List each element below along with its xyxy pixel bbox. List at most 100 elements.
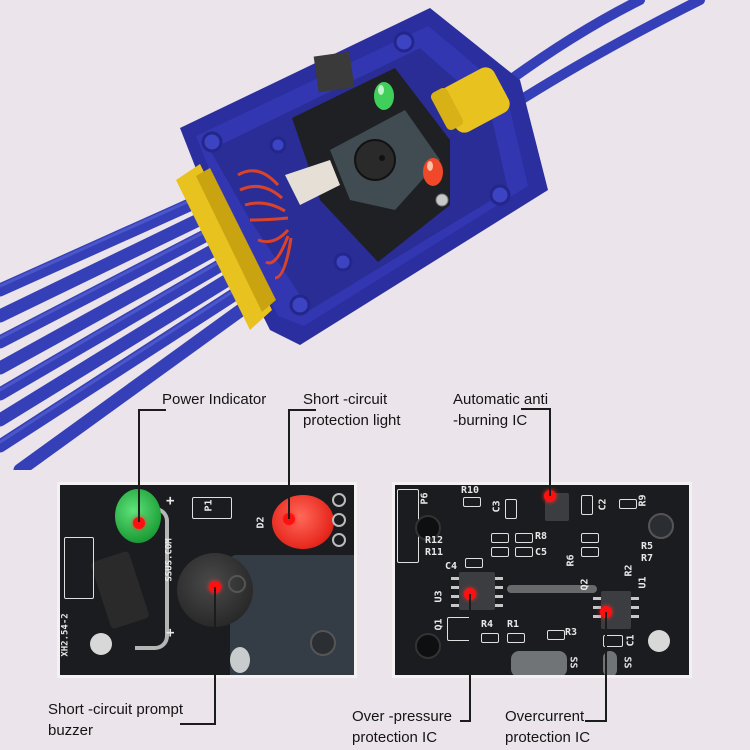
enclosure-illustration [0,0,705,477]
detail-panel-right: P6 R10 C3 C2 R9 R12 R11 R8 C5 R6 R5 [392,482,692,678]
connector-outline [64,537,94,599]
silk-u1: U1 [637,576,649,589]
silk-ss-2: SS [621,656,633,669]
smd-pad [465,558,483,568]
ic-pin [451,595,459,598]
silk-c3: C3 [491,500,503,513]
leader-over-pressure-ic [460,720,471,722]
product-photo [0,0,705,477]
silk-q1: Q1 [433,618,445,631]
p1-outline [192,497,232,519]
smd-pad [481,633,499,643]
leader-short-circuit-light [288,409,290,519]
smd-pad [491,547,509,557]
silk-u3: U3 [433,590,445,603]
smd-pad [547,630,565,640]
smd-pad [619,499,637,509]
smd-pad [491,533,509,543]
ic-pin [631,615,639,618]
callout-over-pressure-line1: Over -pressure [352,708,453,725]
callout-over-pressure-line2: protection IC [352,729,438,746]
leader-overcurrent-ic [605,612,607,722]
buzzer-hole [228,575,246,593]
silk-r12: R12 [425,535,444,546]
silk-p1: P1 [203,499,215,512]
silk-r1: R1 [507,619,520,630]
ic-pin [631,597,639,600]
mount-hole [310,630,336,656]
callout-power-indicator-text: Power Indicator [162,391,267,408]
smd-pad [515,533,533,543]
silk-r9: R9 [637,494,649,507]
ic-pin [495,577,503,580]
leader-power-indicator [138,409,140,522]
smd-pad [507,633,525,643]
leader-buzzer [180,723,216,725]
smd-pad [581,495,593,515]
mount-hole [648,513,674,539]
ic-pin [451,577,459,580]
pad-round [230,647,250,673]
marker-power-indicator [133,517,145,529]
leader-short-circuit-light [288,409,316,411]
silk-plus-top: + [166,493,175,509]
smd-pad [505,499,517,519]
detail-panel-left: P1 D2 + + SSUS.COM XH2.54-2 [57,482,357,678]
mount-hole [415,633,441,659]
smd-pad [515,547,533,557]
silk-r10: R10 [461,485,480,496]
callout-overcurrent-line2: protection IC [505,729,591,746]
leader-anti-burning-ic [521,408,551,410]
ic-pin [495,595,503,598]
silk-r2: R2 [623,564,635,577]
silk-r3: R3 [565,627,578,638]
silk-site: SSUS.COM [164,538,175,582]
silk-c2: C2 [597,498,609,511]
leader-power-indicator [138,409,166,411]
silk-r8: R8 [535,531,548,542]
callout-buzzer-line1: Short -circuit prompt [48,701,184,718]
silk-c1: C1 [625,634,637,647]
pad-round [332,493,346,507]
smd-pad [463,497,481,507]
silk-d2: D2 [255,516,267,529]
leader-buzzer [214,587,216,725]
silk-r7: R7 [641,553,654,564]
callout-power-indicator: Power Indicator [162,389,266,410]
trace-area [230,555,354,675]
ic-pin [451,586,459,589]
ic-pin [495,604,503,607]
callout-anti-burning-line1: Automatic anti [453,391,549,408]
q1-outline [447,617,471,641]
silk-c4: C4 [445,561,458,572]
test-pad [511,651,567,675]
callout-over-pressure-ic: Over -pressure protection IC [352,706,452,748]
callout-overcurrent-line1: Overcurrent [505,708,585,725]
pad-round [332,513,346,527]
smd-pad [581,533,599,543]
smd-pad [581,547,599,557]
silk-plus-bottom: + [166,625,175,641]
callout-overcurrent-ic: Overcurrent protection IC [505,706,590,748]
leader-anti-burning-ic [549,408,551,496]
silk-ss-1: SS [567,656,579,669]
silk-xh: XH2.54-2 [60,613,71,657]
mount-hole [648,630,670,652]
callout-anti-burning-ic: Automatic anti -burning IC [453,389,548,431]
marker-anti-burning-ic [544,490,556,502]
silk-p6: P6 [419,492,431,505]
callout-buzzer: Short -circuit prompt buzzer [48,699,183,741]
callout-anti-burning-line2: -burning IC [453,412,528,429]
marker-short-circuit-light [283,513,295,525]
ic-pin [451,604,459,607]
leader-over-pressure-ic [469,594,471,722]
ic-pin [593,597,601,600]
mount-hole [90,633,112,655]
ic-pin [593,606,601,609]
pad-round [332,533,346,547]
silk-r5: R5 [641,541,654,552]
red-led [272,495,334,549]
solder-trace [507,585,597,593]
leader-overcurrent-ic [585,720,607,722]
silk-r11: R11 [425,547,444,558]
